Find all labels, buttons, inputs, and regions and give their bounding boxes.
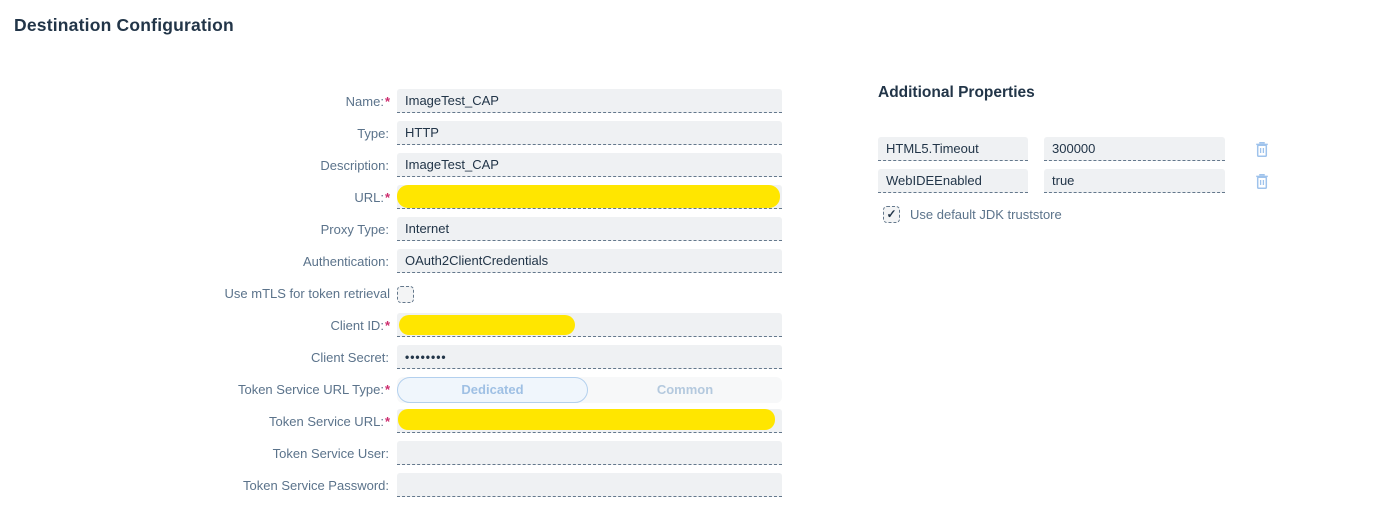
trash-icon — [1256, 173, 1268, 189]
token-service-user-label: Token Service User: — [272, 446, 389, 461]
description-field[interactable]: ImageTest_CAP — [397, 153, 782, 177]
form-row-proxy-type: Proxy Type: Internet — [0, 217, 800, 249]
form-row-token-url-type: Token Service URL Type:* Dedicated Commo… — [0, 377, 800, 409]
authentication-label: Authentication: — [302, 254, 389, 269]
property-value: true — [1052, 173, 1075, 188]
segment-dedicated-button[interactable]: Dedicated — [397, 377, 588, 403]
form-row-url: URL:* — [0, 185, 800, 217]
client-id-label: Client ID:* — [330, 318, 390, 333]
property-key-field[interactable]: HTML5.Timeout — [878, 137, 1028, 161]
name-label: Name:* — [345, 94, 390, 109]
additional-properties-title: Additional Properties — [878, 84, 1035, 101]
client-secret-label: Client Secret: — [310, 350, 389, 365]
form-row-name: Name:* ImageTest_CAP — [0, 89, 800, 121]
segment-common-button[interactable]: Common — [656, 382, 714, 397]
url-label: URL:* — [354, 190, 390, 205]
description-value: ImageTest_CAP — [405, 157, 499, 172]
token-service-url-field[interactable] — [397, 409, 782, 433]
token-service-password-label: Token Service Password: — [243, 478, 389, 493]
form-row-token-user: Token Service User: — [0, 441, 800, 473]
client-secret-masked-value: •••••••• — [405, 350, 447, 364]
jdk-truststore-row: ✓ Use default JDK truststore — [883, 206, 1298, 223]
authentication-value: OAuth2ClientCredentials — [405, 253, 549, 268]
property-row: WebIDEEnabled true — [878, 169, 1298, 193]
additional-properties-panel: Additional Properties HTML5.Timeout 3000… — [878, 84, 1298, 223]
token-service-url-type-segmented-control: Dedicated Common — [397, 377, 782, 403]
property-value-field[interactable]: 300000 — [1044, 137, 1225, 161]
property-row: HTML5.Timeout 300000 — [878, 137, 1298, 161]
form-row-mtls: Use mTLS for token retrieval — [0, 281, 800, 313]
redaction-highlight — [399, 315, 575, 335]
form-row-token-url: Token Service URL:* — [0, 409, 800, 441]
redaction-highlight — [398, 409, 775, 430]
redaction-highlight — [397, 185, 780, 208]
required-marker: * — [384, 94, 390, 109]
page-title: Destination Configuration — [14, 15, 234, 35]
property-key-value: HTML5.Timeout — [886, 141, 979, 156]
proxy-type-value: Internet — [405, 221, 450, 236]
mtls-label: Use mTLS for token retrieval — [224, 286, 390, 301]
token-service-url-type-label: Token Service URL Type:* — [237, 382, 390, 397]
type-label: Type: — [357, 126, 389, 141]
delete-property-button[interactable] — [1254, 173, 1270, 190]
mtls-checkbox[interactable] — [397, 286, 414, 303]
property-value: 300000 — [1052, 141, 1096, 156]
token-service-password-field[interactable] — [397, 473, 782, 497]
url-field[interactable] — [397, 185, 782, 209]
name-field[interactable]: ImageTest_CAP — [397, 89, 782, 113]
property-key-field[interactable]: WebIDEEnabled — [878, 169, 1028, 193]
form-row-client-secret: Client Secret: •••••••• — [0, 345, 800, 377]
token-service-user-field[interactable] — [397, 441, 782, 465]
required-marker: * — [384, 414, 390, 429]
check-icon: ✓ — [886, 207, 897, 221]
form-row-client-id: Client ID:* — [0, 313, 800, 345]
token-service-url-label: Token Service URL:* — [269, 414, 390, 429]
jdk-truststore-label: Use default JDK truststore — [910, 207, 1062, 222]
form-row-description: Description: ImageTest_CAP — [0, 153, 800, 185]
authentication-field[interactable]: OAuth2ClientCredentials — [397, 249, 782, 273]
proxy-type-label: Proxy Type: — [320, 222, 389, 237]
destination-form: Name:* ImageTest_CAP Type: HTTP Descript… — [0, 89, 800, 505]
form-row-type: Type: HTTP — [0, 121, 800, 153]
client-secret-field[interactable]: •••••••• — [397, 345, 782, 369]
property-value-field[interactable]: true — [1044, 169, 1225, 193]
type-value: HTTP — [405, 125, 439, 140]
jdk-truststore-checkbox[interactable]: ✓ — [883, 206, 900, 223]
name-value: ImageTest_CAP — [405, 93, 499, 108]
required-marker: * — [384, 318, 390, 333]
form-row-authentication: Authentication: OAuth2ClientCredentials — [0, 249, 800, 281]
proxy-type-field[interactable]: Internet — [397, 217, 782, 241]
form-row-token-password: Token Service Password: — [0, 473, 800, 505]
type-field[interactable]: HTTP — [397, 121, 782, 145]
required-marker: * — [384, 190, 390, 205]
trash-icon — [1256, 141, 1268, 157]
delete-property-button[interactable] — [1254, 141, 1270, 158]
property-key-value: WebIDEEnabled — [886, 173, 982, 188]
client-id-field[interactable] — [397, 313, 782, 337]
description-label: Description: — [320, 158, 389, 173]
required-marker: * — [384, 382, 390, 397]
